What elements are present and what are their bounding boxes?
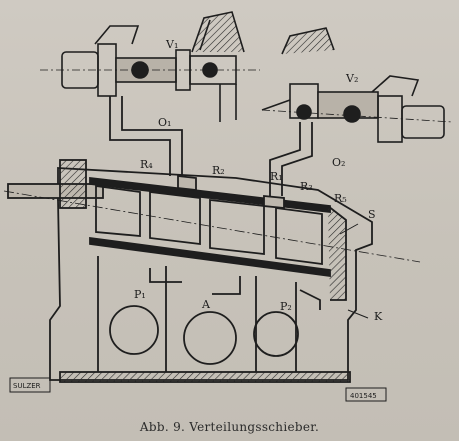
label-o1: O₁: [158, 116, 171, 129]
plate-number-box: 401545: [345, 387, 387, 402]
maker-name: SULZER: [13, 382, 41, 390]
label-o2: O₂: [332, 156, 345, 169]
label-k: K: [374, 310, 383, 323]
distribution-valve-drawing: V₁ V₂ O₁ O₂ R₄ R₂ R₁ R₃ R₅ S P₁ A P₂ K S…: [3, 11, 453, 402]
valve-v2: [261, 27, 453, 143]
label-s: S: [368, 208, 376, 221]
figure-caption: Abb. 9. Verteilungsschieber.: [139, 420, 320, 434]
pipes: [109, 96, 313, 196]
label-r1: R₁: [270, 170, 283, 183]
slide-valve-body: [3, 159, 421, 381]
valve-v1: [40, 11, 260, 122]
maker-stamp: SULZER: [9, 377, 51, 393]
label-r2: R₂: [212, 164, 225, 177]
label-p2: P₂: [280, 300, 292, 313]
lower-chambers: [59, 256, 351, 383]
label-r5: R₅: [334, 192, 347, 205]
leader-s: [339, 223, 359, 235]
label-p1: P₁: [134, 288, 146, 301]
label-v2: V₂: [345, 72, 358, 85]
label-a: A: [201, 298, 211, 311]
plate-number: 401545: [350, 392, 377, 400]
label-r3: R₃: [300, 180, 313, 193]
label-r4: R₄: [140, 158, 153, 171]
label-v1: V₁: [165, 38, 178, 51]
leader-k: [347, 309, 369, 319]
